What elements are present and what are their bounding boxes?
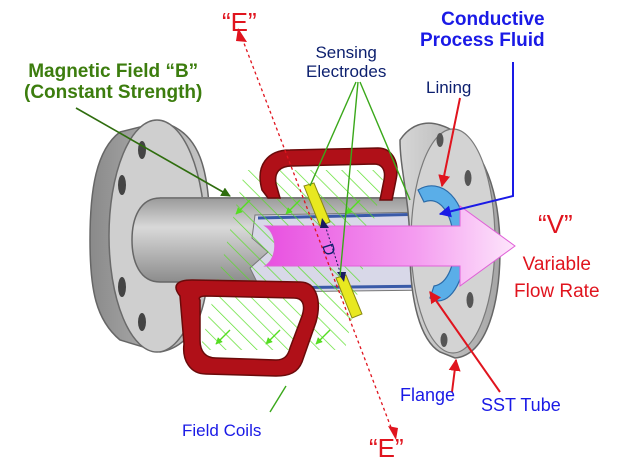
d-dimension-line: [323, 221, 343, 279]
label-v: “V”: [538, 209, 573, 239]
label-conductive-line1: Conductive: [441, 9, 545, 30]
bolt-hole: [138, 141, 146, 159]
label-flange: Flange: [400, 385, 456, 405]
bolt-hole: [440, 333, 448, 347]
leader-sensing-electrode-1: [309, 81, 357, 187]
upper-field-coil: [259, 147, 398, 201]
leader-flange: [448, 358, 461, 393]
label-sensing-electrodes: Sensing Electrodes: [306, 43, 387, 81]
bolt-hole: [436, 133, 444, 147]
bolt-hole: [464, 170, 472, 186]
label-sst-tube: SST Tube: [481, 395, 561, 415]
lower-field-coil: [175, 279, 320, 377]
label-variable-line2: Flow Rate: [514, 280, 600, 302]
label-sensing-line2: Electrodes: [306, 61, 387, 81]
label-variable-line1: Variable: [522, 254, 591, 275]
label-sensing-line1: Sensing: [315, 43, 377, 62]
leader-sst-tube: [429, 291, 501, 393]
label-conductive-process-fluid: Conductive Process Fluid: [420, 9, 545, 52]
leader-field-coils: [269, 385, 287, 413]
bolt-hole: [466, 292, 474, 308]
label-magnetic-line2: (Constant Strength): [24, 81, 203, 103]
label-e-bottom: “E”: [369, 433, 404, 463]
leader-magnetic-field: [75, 107, 231, 197]
e-axis-line: [241, 37, 393, 431]
leader-conductive-fluid: [438, 62, 514, 218]
bolt-hole: [118, 277, 126, 297]
leader-lining: [438, 97, 461, 188]
label-variable-flow-rate: Variable Flow Rate: [514, 252, 600, 305]
label-lining: Lining: [426, 78, 472, 97]
bolt-hole: [118, 175, 126, 195]
label-magnetic-field: Magnetic Field “B” (Constant Strength): [24, 61, 203, 104]
label-field-coils: Field Coils: [182, 421, 262, 440]
label-e-top: “E”: [222, 7, 257, 37]
leader-sensing-electrode-3: [359, 81, 411, 201]
label-magnetic-line1: Magnetic Field “B”: [28, 61, 199, 82]
label-conductive-line2: Process Fluid: [420, 29, 545, 51]
bolt-hole: [138, 313, 146, 331]
leader-sensing-electrode-2: [339, 81, 359, 277]
